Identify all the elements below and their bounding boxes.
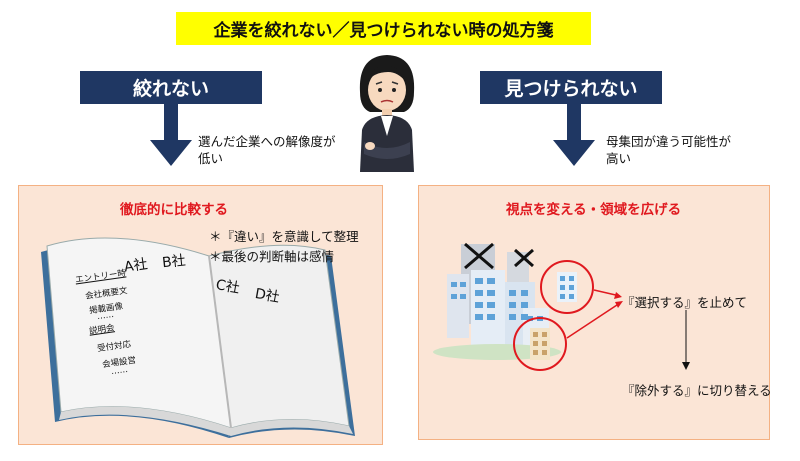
note-emotion: ＊最後の判断軸は感情 [209, 246, 334, 265]
company-a-label: A社 [123, 253, 149, 276]
right-description: 母集団が違う可能性が 高い [606, 133, 731, 167]
right-description-line2: 高い [606, 150, 731, 167]
right-down-arrow [553, 104, 595, 168]
worried-person-icon [354, 50, 420, 172]
company-d-label: D社 [253, 283, 281, 307]
left-description-line2: 低い [198, 150, 336, 167]
company-b-label: B社 [161, 250, 187, 272]
open-book-illustration [19, 186, 382, 444]
note-differences: ＊『違い』を意識して整理 [209, 226, 359, 245]
right-panel: 視点を変える・領域を広げる [418, 185, 770, 440]
left-description-line1: 選んだ企業への解像度が [198, 133, 336, 150]
page-title: 企業を絞れない／見つけられない時の処方箋 [176, 12, 591, 45]
right-banner: 見つけられない [480, 71, 662, 104]
company-c-label: C社 [214, 274, 241, 298]
right-description-line1: 母集団が違う可能性が [606, 133, 731, 150]
left-down-arrow [150, 104, 192, 168]
step-stop-selecting: 『選択する』を止めて [622, 292, 747, 311]
left-banner: 絞れない [80, 71, 262, 104]
left-description: 選んだ企業への解像度が 低い [198, 133, 336, 167]
left-panel: 徹底的に比較する A社 B社 C社 D社 エントリー時 会社概要文 掲載画像 …… [18, 185, 383, 445]
step-switch-to-excluding: 『除外する』に切り替える [622, 380, 772, 399]
city-buildings-illustration [419, 186, 769, 439]
